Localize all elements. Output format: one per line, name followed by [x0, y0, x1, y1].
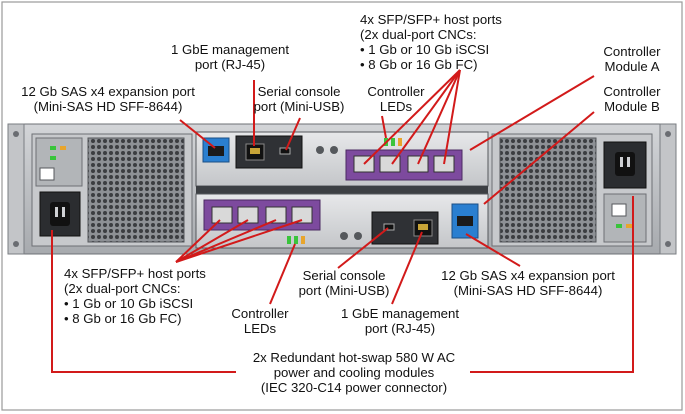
sfp-port-icon	[237, 206, 259, 224]
rack-screw	[13, 131, 19, 137]
callout-text: LEDs	[243, 321, 277, 336]
callout-bottom-serial: Serial console port (Mini-USB)	[284, 268, 404, 298]
led-icon	[626, 224, 632, 228]
callout-text: (2x dual-port CNCs:	[64, 281, 181, 296]
callout-text: LEDs	[379, 99, 413, 114]
callout-line	[470, 196, 634, 373]
led-icon	[301, 236, 305, 244]
callout-text: • 8 Gb or 16 Gb FC)	[360, 57, 478, 72]
callout-controller-b: Controller Module B	[584, 84, 680, 114]
callout-text: 12 Gb SAS x4 expansion port	[21, 84, 195, 99]
callout-text: • 8 Gb or 16 Gb FC)	[64, 311, 182, 326]
callout-line	[483, 111, 595, 205]
callout-line	[175, 219, 249, 263]
callout-text: Controller	[603, 84, 661, 99]
module-divider	[196, 186, 488, 194]
callout-text: Controller	[603, 44, 661, 59]
callout-top-serial: Serial console port (Mini-USB)	[244, 84, 354, 114]
led-icon	[294, 236, 298, 244]
callout-line	[175, 219, 277, 263]
controller-module-b	[195, 193, 489, 249]
rj45-port-icon	[413, 219, 433, 237]
callout-text: port (RJ-45)	[364, 321, 436, 336]
callout-line	[417, 69, 461, 165]
callout-bottom-sas-port: 12 Gb SAS x4 expansion port (Mini-SAS HD…	[418, 268, 638, 298]
callout-line	[337, 227, 389, 269]
right-rack-ear	[659, 123, 677, 255]
callout-line	[465, 233, 521, 267]
callout-text: (Mini-SAS HD SFF-8644)	[33, 99, 183, 114]
callout-text: power and cooling modules	[273, 365, 435, 380]
led-icon	[50, 156, 56, 160]
sfp-port-icon	[211, 206, 233, 224]
callout-line	[381, 115, 387, 139]
callout-line	[285, 117, 301, 151]
callout-line	[391, 231, 423, 305]
callout-line	[179, 119, 216, 149]
callout-text: 1 GbE management	[170, 42, 290, 57]
led-icon	[616, 224, 622, 228]
callout-text: port (Mini-USB)	[298, 283, 390, 298]
callout-text: Serial console	[302, 268, 386, 283]
led-icon	[391, 138, 395, 146]
callout-text: Controller	[367, 84, 425, 99]
mini-usb-port-icon	[279, 147, 291, 155]
rj45-port-icon	[245, 143, 265, 161]
callout-text: 4x SFP/SFP+ host ports	[64, 266, 206, 281]
led-icon	[398, 138, 402, 146]
led-icon	[287, 236, 291, 244]
callout-text: • 1 Gb or 10 Gb iSCSI	[360, 42, 490, 57]
led-icon	[50, 146, 56, 150]
callout-line	[51, 230, 236, 373]
callout-text: Controller	[231, 306, 289, 321]
callout-line	[391, 69, 461, 165]
callout-text: Serial console	[257, 84, 341, 99]
callout-text: Module A	[604, 59, 660, 74]
callout-line	[469, 75, 595, 151]
led-icon	[60, 146, 66, 150]
callout-line	[363, 69, 461, 165]
callout-line	[443, 69, 461, 165]
right-power-module	[491, 133, 653, 247]
callout-bottom-leds: Controller LEDs	[220, 306, 300, 336]
callout-bottom-host-ports: 4x SFP/SFP+ host ports (2x dual-port CNC…	[64, 266, 264, 326]
fan-grille-icon	[499, 137, 597, 243]
callout-text: Module B	[604, 99, 660, 114]
callout-text: (2x dual-port CNCs:	[360, 27, 477, 42]
callout-text: • 1 Gb or 10 Gb iSCSI	[64, 296, 194, 311]
callout-text: 1 GbE management	[340, 306, 460, 321]
callout-text: port (Mini-USB)	[253, 99, 345, 114]
left-power-module	[31, 133, 193, 247]
callout-text: 4x SFP/SFP+ host ports	[360, 12, 502, 27]
callout-text: (Mini-SAS HD SFF-8644)	[453, 283, 603, 298]
rack-screw	[665, 131, 671, 137]
power-inlet-icon	[603, 141, 647, 189]
callout-text: (IEC 320-C14 power connector)	[260, 380, 448, 395]
mini-usb-port-icon	[383, 223, 395, 231]
callout-lines	[51, 69, 634, 373]
fan-grille-icon	[87, 137, 185, 243]
callout-text: 12 Gb SAS x4 expansion port	[441, 268, 615, 283]
callout-top-leds: Controller LEDs	[356, 84, 436, 114]
sfp-port-icon	[291, 206, 313, 224]
callout-text: port (RJ-45)	[194, 57, 266, 72]
callout-top-sas-port: 12 Gb SAS x4 expansion port (Mini-SAS HD…	[8, 84, 208, 114]
callout-bottom-mgmt-port: 1 GbE management port (RJ-45)	[330, 306, 470, 336]
left-rack-ear	[7, 123, 25, 255]
sfp-port-icon	[265, 206, 287, 224]
callout-controller-a: Controller Module A	[584, 44, 680, 74]
controller-leds	[287, 236, 305, 244]
rack-screw	[13, 241, 19, 247]
callout-line	[269, 243, 296, 305]
callout-text: 2x Redundant hot-swap 580 W AC	[252, 350, 456, 365]
callout-line	[175, 219, 221, 263]
callout-top-host-ports: 4x SFP/SFP+ host ports (2x dual-port CNC…	[360, 12, 560, 72]
power-inlet-icon	[39, 191, 81, 237]
callout-power-modules: 2x Redundant hot-swap 580 W AC power and…	[232, 350, 476, 395]
rack-screw	[665, 241, 671, 247]
callout-line	[175, 219, 303, 263]
callout-top-mgmt-port: 1 GbE management port (RJ-45)	[160, 42, 300, 72]
